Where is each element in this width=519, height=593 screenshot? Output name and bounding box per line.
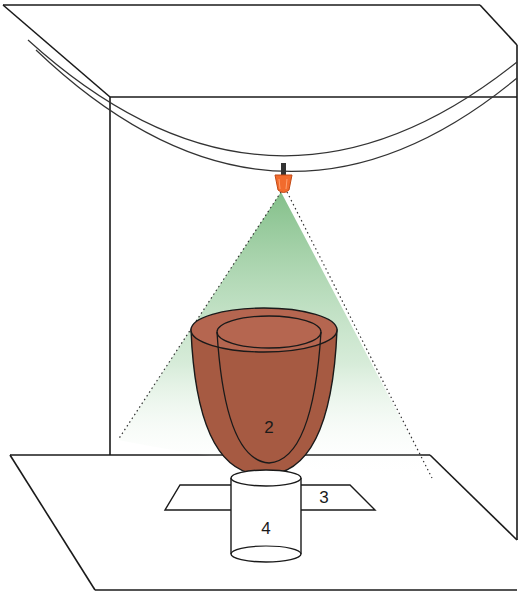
cylinder-support-outline <box>228 468 304 564</box>
bowl-container-outline <box>189 305 339 477</box>
bowl-container: 2 <box>189 305 339 477</box>
callout-number: 4 <box>261 520 270 537</box>
callout-number: 3 <box>319 489 328 506</box>
callout-number: 2 <box>264 419 273 436</box>
cylinder-support: 4 <box>228 468 304 564</box>
